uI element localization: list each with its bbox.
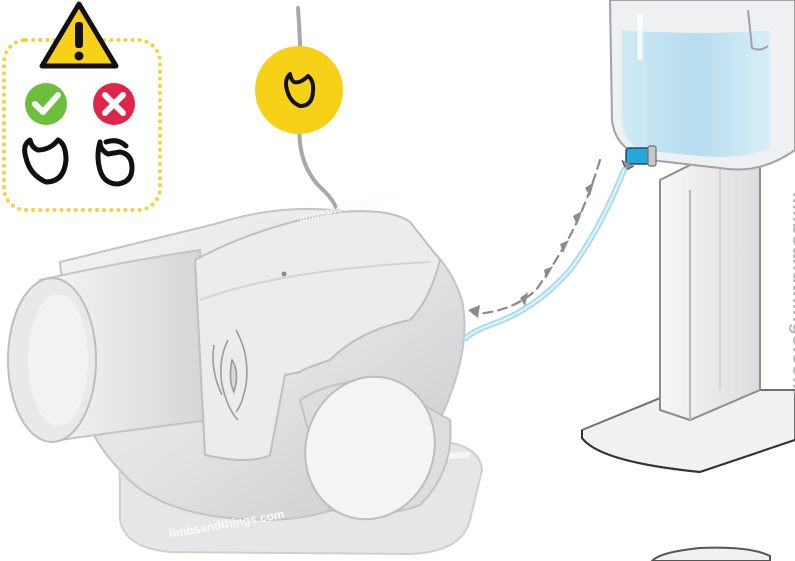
second-reservoir-top <box>652 548 770 561</box>
flow-direction-arrows <box>474 160 600 314</box>
tube-symbol-badge <box>255 46 343 134</box>
cross-circle-icon <box>93 83 135 125</box>
check-circle-icon <box>25 83 67 125</box>
tube-incorrect-icon <box>98 141 132 184</box>
stand-column <box>660 150 760 420</box>
flow-arrowheads <box>468 182 594 318</box>
reservoir-water <box>622 30 770 157</box>
tube-correct-icon <box>25 140 66 182</box>
orientation-legend <box>4 4 160 210</box>
torso-simulator-model: limbsandthings.com limbsandthings.com <box>8 191 482 554</box>
warning-triangle-icon <box>42 4 116 66</box>
reservoir-tap <box>622 146 656 170</box>
stand-side-watermark: limbsandthings.com <box>770 192 795 412</box>
